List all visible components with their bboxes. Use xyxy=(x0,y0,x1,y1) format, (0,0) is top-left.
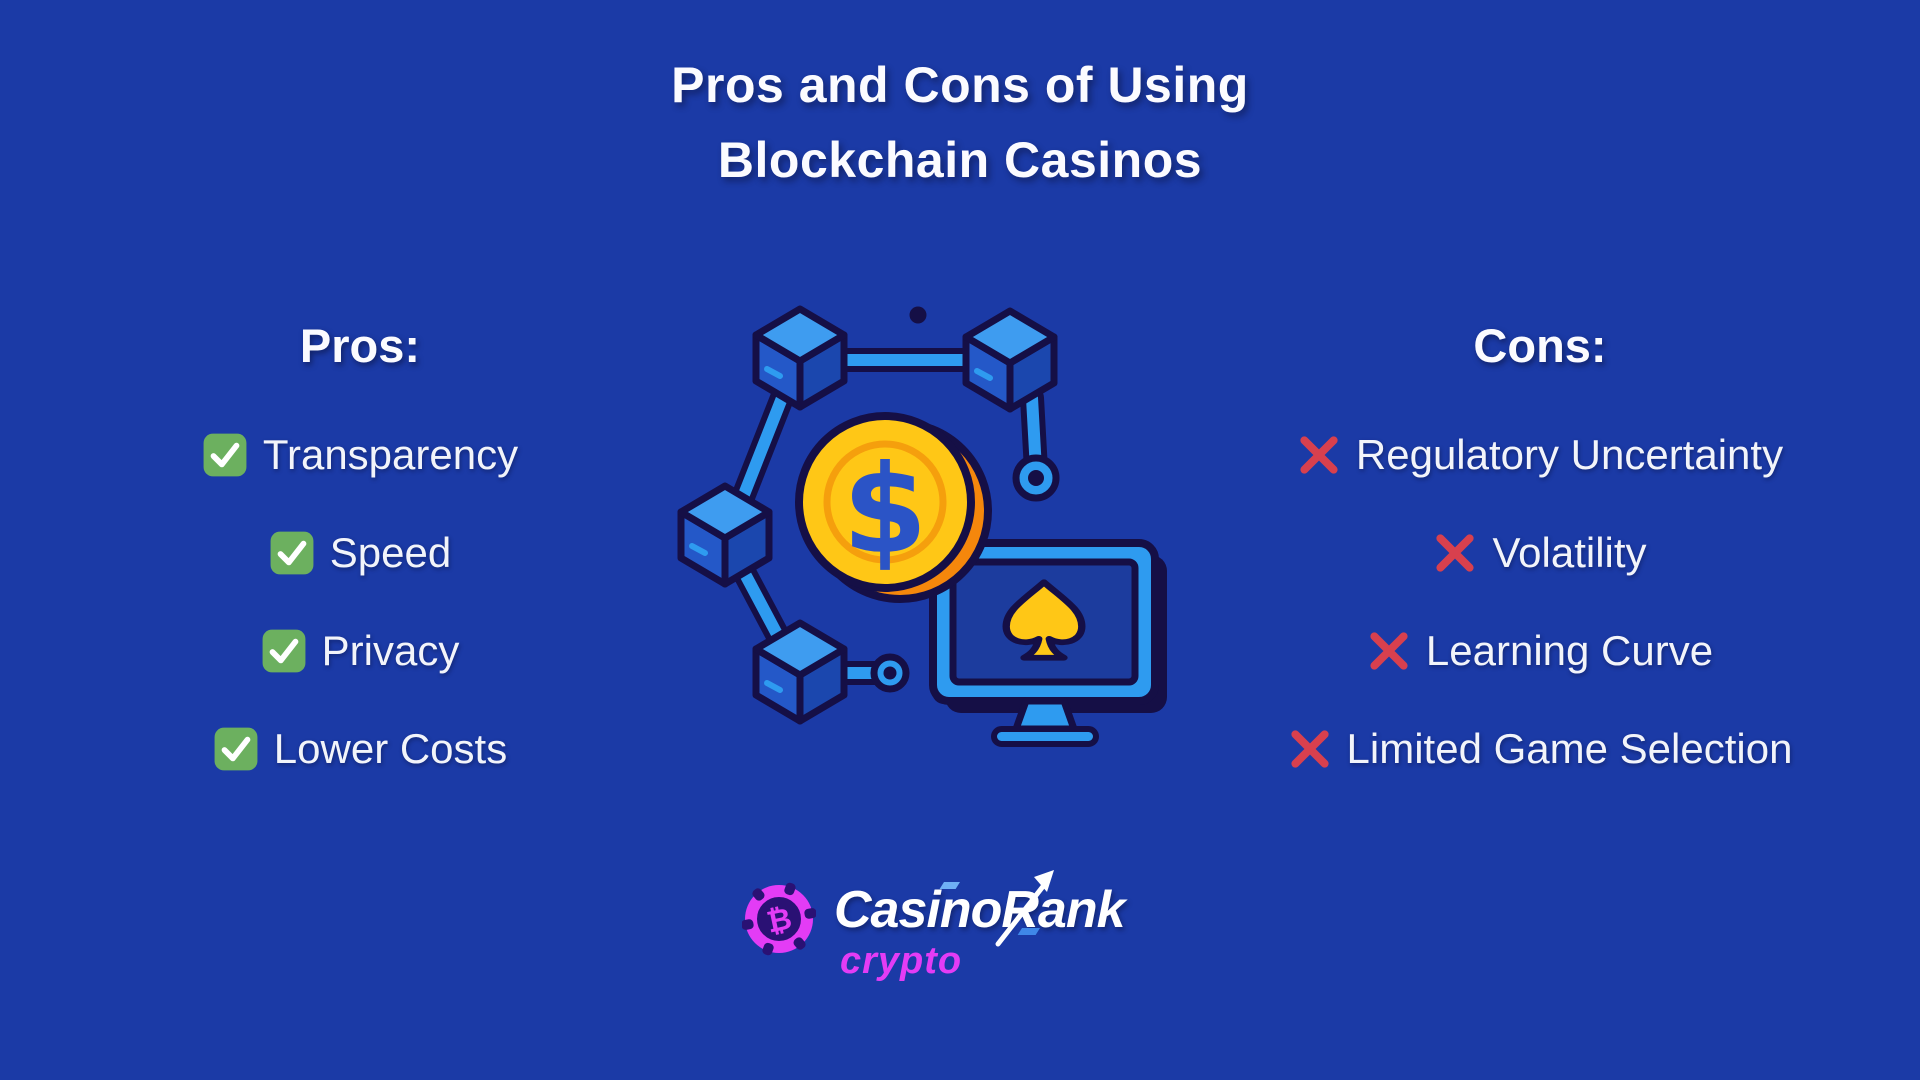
list-item: Learning Curve xyxy=(1240,625,1840,677)
list-item: Transparency xyxy=(110,429,610,481)
node-ring xyxy=(870,653,910,693)
list-item: Privacy xyxy=(110,625,610,677)
cross-mark-icon xyxy=(1290,730,1329,768)
page-title-line1: Pros and Cons of Using xyxy=(671,57,1249,113)
list-item: Limited Game Selection xyxy=(1240,723,1840,775)
con-label: Volatility xyxy=(1492,529,1647,576)
cons-list: Regulatory Uncertainty Volatility Learni… xyxy=(1240,429,1840,775)
accent-dot xyxy=(909,306,927,324)
cross-mark-icon xyxy=(1436,534,1475,572)
list-item: Regulatory Uncertainty xyxy=(1240,429,1840,481)
con-label: Learning Curve xyxy=(1425,627,1714,674)
list-item: Speed xyxy=(110,527,610,579)
con-label: Limited Game Selection xyxy=(1346,725,1793,772)
check-mark-icon xyxy=(270,531,314,575)
casino-monitor xyxy=(929,539,1167,747)
con-label: Regulatory Uncertainty xyxy=(1355,431,1784,478)
logo-text: CasinoRank crypto xyxy=(834,870,1126,983)
cross-mark-icon xyxy=(1370,632,1408,670)
page-title-line2: Blockchain Casinos xyxy=(717,132,1203,188)
spade-icon xyxy=(1002,579,1086,661)
check-mark-icon xyxy=(214,727,258,771)
pros-heading: Pros: xyxy=(299,319,421,372)
pro-label: Lower Costs xyxy=(273,725,508,772)
blockchain-cube xyxy=(681,486,769,584)
pro-label: Privacy xyxy=(321,627,460,674)
bitcoin-poker-chip-icon: ₿ xyxy=(742,882,816,956)
cons-column: Cons: Regulatory Uncertainty Volatility … xyxy=(1240,318,1840,775)
list-item: Lower Costs xyxy=(110,723,610,775)
brand-logo: ₿ CasinoRank crypto xyxy=(742,870,1126,983)
dollar-coin-icon: $ xyxy=(795,412,992,603)
check-mark-icon xyxy=(203,433,247,477)
blockchain-cube xyxy=(756,309,844,407)
blockchain-cube xyxy=(756,623,844,721)
brand-wordmark: CasinoRank xyxy=(834,881,1126,939)
pro-label: Speed xyxy=(329,529,452,576)
cross-mark-icon xyxy=(1300,436,1338,474)
blockchain-casino-illustration: $ xyxy=(660,280,1167,747)
pros-column: Pros: Transparency Speed Privacy Lower C… xyxy=(110,318,610,775)
list-item: Volatility xyxy=(1240,527,1840,579)
cons-heading: Cons: xyxy=(1473,319,1607,372)
pros-list: Transparency Speed Privacy Lower Costs xyxy=(110,429,610,775)
blockchain-cube xyxy=(966,311,1054,409)
node-ring xyxy=(1012,454,1060,502)
check-mark-icon xyxy=(262,629,306,673)
product-label: crypto xyxy=(840,940,963,983)
page-title: Pros and Cons of Using Blockchain Casino… xyxy=(12,48,1908,198)
svg-text:$: $ xyxy=(843,439,928,581)
pro-label: Transparency xyxy=(262,431,519,478)
